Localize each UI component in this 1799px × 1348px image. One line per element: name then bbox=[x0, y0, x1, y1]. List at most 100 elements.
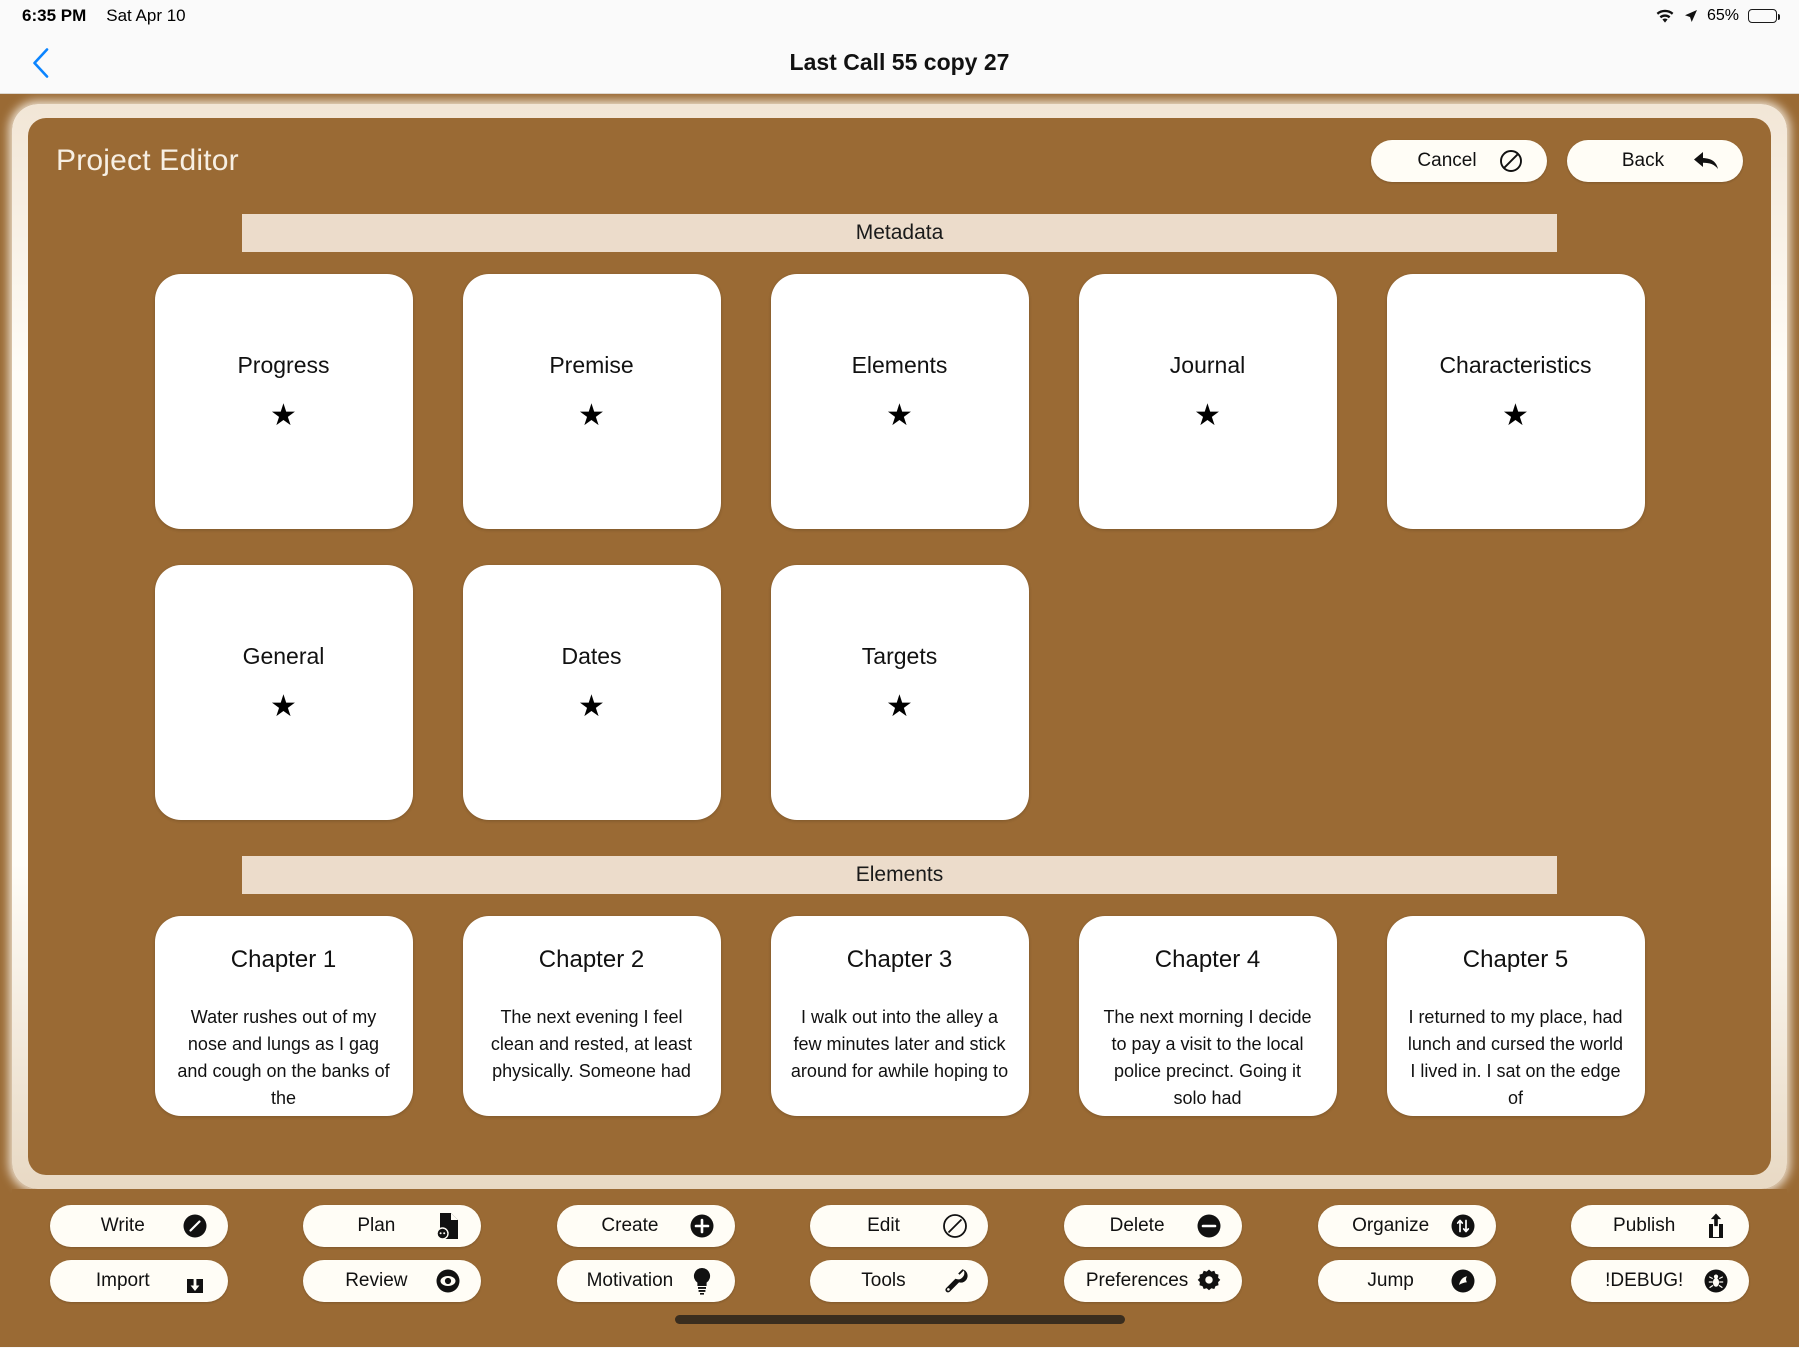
star-icon[interactable]: ★ bbox=[270, 399, 297, 432]
card-label: Characteristics bbox=[1439, 352, 1592, 378]
card-journal[interactable]: Journal ★ bbox=[1078, 274, 1337, 529]
slash-circle-outline-icon bbox=[940, 1213, 970, 1239]
editor-header: Project Editor Cancel Back bbox=[28, 118, 1771, 192]
plan-button[interactable]: Plan bbox=[303, 1205, 482, 1247]
organize-button[interactable]: Organize bbox=[1317, 1205, 1496, 1247]
battery-icon bbox=[1748, 9, 1781, 23]
star-icon[interactable]: ★ bbox=[578, 399, 605, 432]
debug-button-label: !DEBUG! bbox=[1605, 1270, 1684, 1291]
motivation-button[interactable]: Motivation bbox=[556, 1260, 735, 1302]
location-arrow-icon bbox=[1684, 9, 1698, 23]
star-icon[interactable]: ★ bbox=[270, 690, 297, 723]
card-label: General bbox=[242, 643, 325, 669]
chapter-card-4[interactable]: Chapter 4 The next morning I decide to p… bbox=[1078, 916, 1337, 1116]
editor-panel: Project Editor Cancel Back bbox=[28, 118, 1771, 1175]
star-icon[interactable]: ★ bbox=[1502, 399, 1529, 432]
card-dates[interactable]: Dates ★ bbox=[462, 565, 721, 820]
status-bar-left: 6:35 PM Sat Apr 10 bbox=[22, 6, 186, 26]
preferences-button-label: Preferences bbox=[1085, 1270, 1189, 1291]
status-bar-right: 65% bbox=[1655, 7, 1781, 25]
eye-circle-icon bbox=[433, 1268, 463, 1294]
star-icon[interactable]: ★ bbox=[886, 399, 913, 432]
chapter-excerpt: The next morning I decide to pay a visit… bbox=[1103, 1007, 1312, 1108]
publish-button-label: Publish bbox=[1613, 1215, 1676, 1236]
editor-panel-glow: Project Editor Cancel Back bbox=[12, 104, 1787, 1189]
star-icon[interactable]: ★ bbox=[578, 690, 605, 723]
editor-title: Project Editor bbox=[56, 144, 239, 177]
bug-circle-icon bbox=[1701, 1268, 1731, 1294]
edit-button[interactable]: Edit bbox=[810, 1205, 989, 1247]
status-bar: 6:35 PM Sat Apr 10 65% bbox=[0, 0, 1799, 32]
write-button[interactable]: Write bbox=[49, 1205, 228, 1247]
delete-button[interactable]: Delete bbox=[1064, 1205, 1243, 1247]
wifi-icon bbox=[1655, 9, 1675, 24]
sort-arrows-circle-icon bbox=[1448, 1213, 1478, 1239]
motivation-button-label: Motivation bbox=[586, 1270, 674, 1291]
card-progress[interactable]: Progress ★ bbox=[154, 274, 413, 529]
card-label: Targets bbox=[861, 643, 938, 669]
cancel-button-label: Cancel bbox=[1417, 150, 1477, 171]
card-general[interactable]: General ★ bbox=[154, 565, 413, 820]
card-label: Premise bbox=[549, 352, 634, 378]
create-button[interactable]: Create bbox=[556, 1205, 735, 1247]
edit-button-label: Edit bbox=[867, 1215, 900, 1236]
section-header-elements: Elements bbox=[242, 856, 1557, 894]
card-label: Journal bbox=[1169, 352, 1246, 378]
card-label: Progress bbox=[237, 352, 330, 378]
review-button-label: Review bbox=[345, 1270, 408, 1291]
minus-circle-icon bbox=[1194, 1213, 1224, 1239]
chapter-title: Chapter 3 bbox=[846, 946, 953, 973]
chapter-card-3[interactable]: Chapter 3 I walk out into the alley a fe… bbox=[770, 916, 1029, 1116]
download-tray-icon bbox=[180, 1267, 210, 1295]
no-entry-icon bbox=[1497, 149, 1525, 173]
reply-arrow-icon bbox=[1693, 150, 1721, 172]
chapter-title: Chapter 1 bbox=[230, 946, 337, 973]
card-characteristics[interactable]: Characteristics ★ bbox=[1386, 274, 1645, 529]
lightbulb-icon bbox=[687, 1267, 717, 1295]
chapter-card-2[interactable]: Chapter 2 The next evening I feel clean … bbox=[462, 916, 721, 1116]
preferences-button[interactable]: Preferences bbox=[1064, 1260, 1243, 1302]
jump-button[interactable]: Jump bbox=[1317, 1260, 1496, 1302]
wrench-icon bbox=[940, 1267, 970, 1295]
import-button[interactable]: Import bbox=[49, 1260, 228, 1302]
publish-button[interactable]: Publish bbox=[1571, 1205, 1750, 1247]
review-button[interactable]: Review bbox=[303, 1260, 482, 1302]
chapter-excerpt: I returned to my place, had lunch and cu… bbox=[1407, 1007, 1624, 1108]
back-button[interactable] bbox=[20, 43, 60, 83]
tools-button[interactable]: Tools bbox=[810, 1260, 989, 1302]
page-title: Last Call 55 copy 27 bbox=[789, 49, 1010, 75]
plus-circle-icon bbox=[687, 1213, 717, 1239]
star-icon[interactable]: ★ bbox=[886, 690, 913, 723]
chapter-title: Chapter 5 bbox=[1462, 946, 1569, 973]
debug-button[interactable]: !DEBUG! bbox=[1571, 1260, 1750, 1302]
back-pill-button[interactable]: Back bbox=[1567, 140, 1743, 182]
jump-button-label: Jump bbox=[1367, 1270, 1414, 1291]
card-elements[interactable]: Elements ★ bbox=[770, 274, 1029, 529]
plan-button-label: Plan bbox=[357, 1215, 396, 1236]
share-icon bbox=[1701, 1212, 1731, 1240]
chapter-card-grid: Chapter 1 Water rushes out of my nose an… bbox=[58, 916, 1741, 1116]
home-indicator[interactable] bbox=[674, 1315, 1125, 1324]
card-label: Elements bbox=[851, 352, 948, 378]
organize-button-label: Organize bbox=[1352, 1215, 1430, 1236]
gear-icon bbox=[1194, 1268, 1224, 1294]
delete-button-label: Delete bbox=[1109, 1215, 1165, 1236]
app-frame: Project Editor Cancel Back bbox=[0, 94, 1799, 1347]
card-label: Dates bbox=[561, 643, 622, 669]
chapter-excerpt: I walk out into the alley a few minutes … bbox=[790, 1007, 1009, 1081]
card-targets[interactable]: Targets ★ bbox=[770, 565, 1029, 820]
bottom-toolbar: Write Plan Create Edit bbox=[12, 1189, 1787, 1324]
card-premise[interactable]: Premise ★ bbox=[462, 274, 721, 529]
pencil-circle-icon bbox=[180, 1213, 210, 1239]
chapter-card-1[interactable]: Chapter 1 Water rushes out of my nose an… bbox=[154, 916, 413, 1116]
toolbar-row-2: Import Review Motivation Tools bbox=[12, 1260, 1787, 1302]
nav-bar: Last Call 55 copy 27 bbox=[0, 32, 1799, 94]
star-icon[interactable]: ★ bbox=[1194, 399, 1221, 432]
import-button-label: Import bbox=[95, 1270, 150, 1291]
metadata-card-grid-row-1: Progress ★ Premise ★ Elements ★ Journal … bbox=[58, 274, 1741, 529]
back-button-label: Back bbox=[1621, 150, 1665, 171]
chapter-card-5[interactable]: Chapter 5 I returned to my place, had lu… bbox=[1386, 916, 1645, 1116]
cancel-button[interactable]: Cancel bbox=[1371, 140, 1547, 182]
arrow-circle-icon bbox=[1448, 1268, 1478, 1294]
chevron-left-icon bbox=[32, 47, 48, 78]
